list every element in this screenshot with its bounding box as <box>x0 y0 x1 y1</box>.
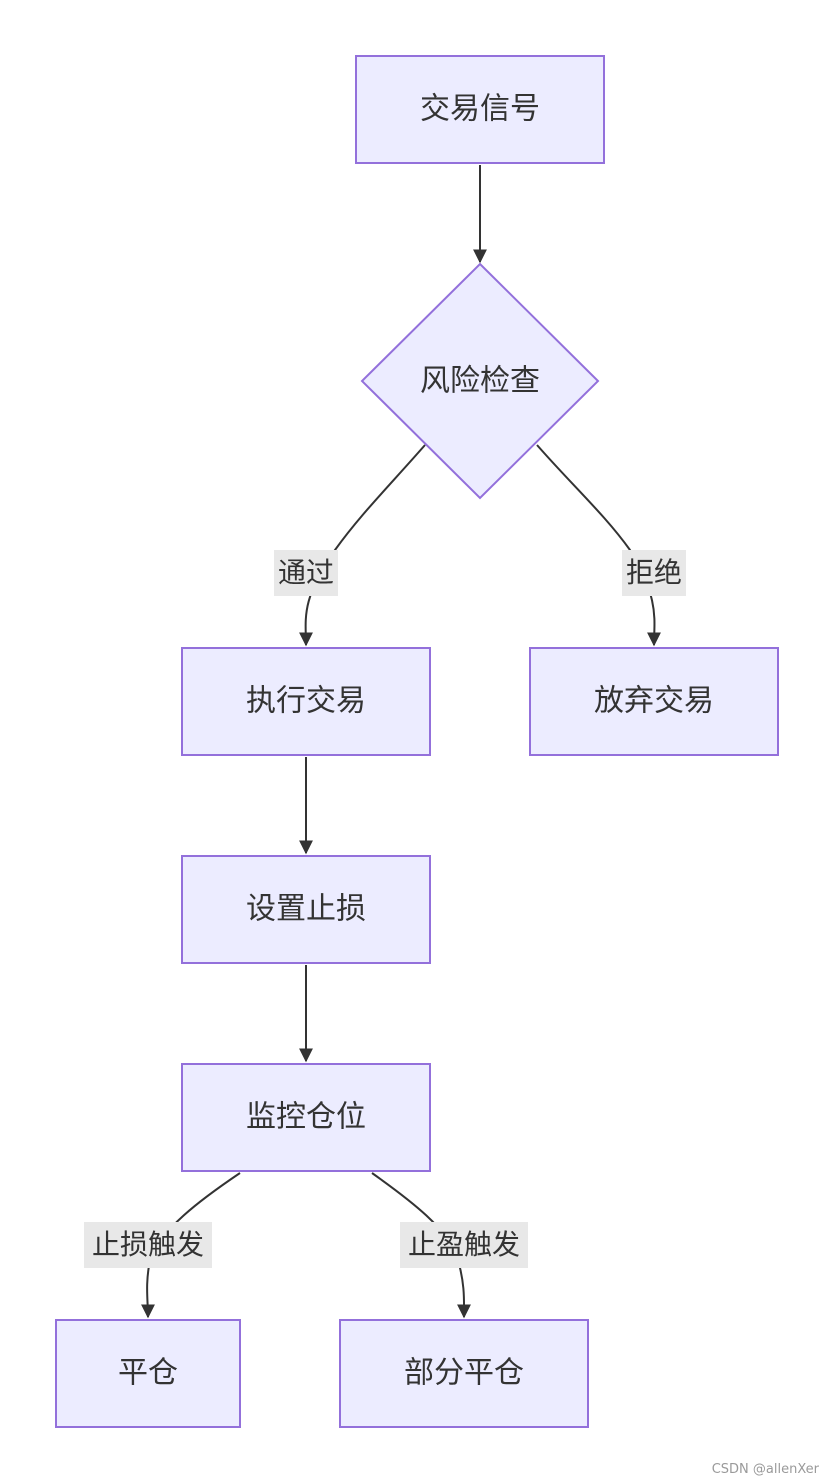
node-abandon-box <box>529 647 779 756</box>
node-execute-box <box>181 647 431 756</box>
node-abandon-label: 放弃交易 <box>594 684 714 719</box>
node-signal-label: 交易信号 <box>420 92 540 127</box>
node-partial-close-label: 部分平仓 <box>404 1356 524 1391</box>
node-close-box <box>55 1319 241 1428</box>
edge-label-reject: 拒绝 <box>626 556 682 589</box>
node-risk-check-diamond <box>360 262 600 500</box>
node-monitor-label: 监控仓位 <box>246 1100 366 1135</box>
node-monitor-box <box>181 1063 431 1172</box>
node-partial-close-box <box>339 1319 589 1428</box>
edge-label-take-profit: 止盈触发 <box>408 1228 520 1261</box>
node-signal-box <box>355 55 605 164</box>
edge-label-take-profit-bg <box>400 1222 528 1268</box>
node-close-label: 平仓 <box>118 1356 178 1391</box>
edge-label-reject-bg <box>622 550 686 596</box>
edge-risk-to-execute <box>298 444 426 647</box>
edge-label-stop-loss: 止损触发 <box>92 1228 204 1261</box>
node-execute-label: 执行交易 <box>246 684 366 719</box>
watermark: CSDN @allenXer <box>711 1462 819 1477</box>
edge-label-stop-loss-bg <box>84 1222 212 1268</box>
node-set-stop-label: 设置止损 <box>246 892 366 927</box>
edge-label-pass-bg <box>274 550 338 596</box>
edge-risk-to-abandon <box>536 444 662 647</box>
node-set-stop-box <box>181 855 431 964</box>
edge-label-pass: 通过 <box>278 556 334 589</box>
node-risk-check-label: 风险检查 <box>420 364 540 399</box>
